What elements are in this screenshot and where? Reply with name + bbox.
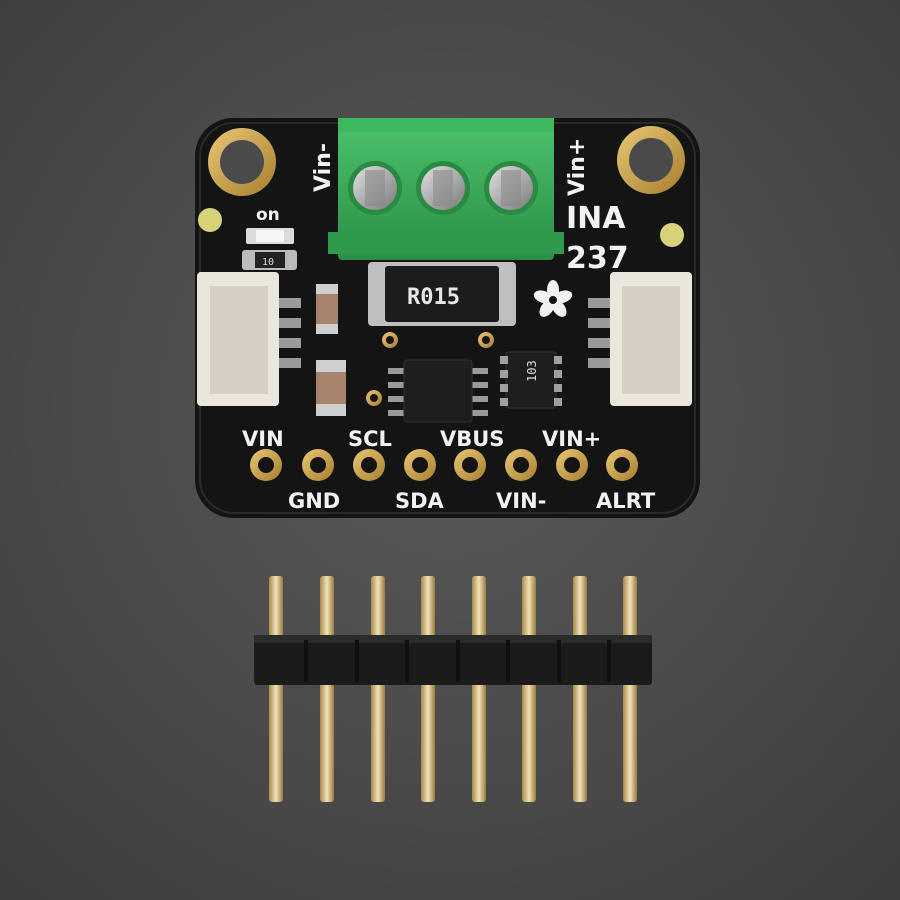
screw-3: [484, 161, 538, 215]
header-pin: [623, 576, 637, 802]
pin-label-gnd: GND: [288, 489, 340, 513]
pin-label-vin-minus: VIN-: [496, 489, 546, 513]
header-pin: [371, 576, 385, 802]
pin-label-vbus: VBUS: [440, 427, 504, 451]
mounting-hole-right: [617, 126, 685, 194]
header-plastic-body: [254, 635, 652, 685]
pin-pad: [404, 449, 436, 481]
pin-label-alrt: ALRT: [596, 489, 656, 513]
capacitor-1: [316, 284, 338, 334]
shunt-marking: R015: [407, 285, 460, 310]
header-pin: [522, 576, 536, 802]
fiducial-left: [198, 208, 222, 232]
chip-name-line1: INA: [566, 201, 626, 236]
mounting-hole-left: [208, 128, 276, 196]
screw-2: [416, 161, 470, 215]
header-pin: [573, 576, 587, 802]
chip-name-line2: 237: [566, 241, 629, 276]
pin-pad: [606, 449, 638, 481]
header-pin: [269, 576, 283, 802]
screw-terminal-block: [328, 118, 564, 260]
led-label: on: [256, 205, 280, 225]
breakout-board: on 10: [195, 118, 700, 518]
pin-pad: [353, 449, 385, 481]
terminal-label-vin-minus: Vin-: [311, 143, 336, 192]
terminal-label-vin-plus: Vin+: [565, 138, 590, 196]
adafruit-flower-logo-icon: [533, 280, 573, 317]
pin-pads: [250, 449, 638, 481]
stemma-connector-right: [588, 272, 692, 406]
screw-1: [348, 161, 402, 215]
header-pin: [472, 576, 486, 802]
small-resistor-marking: 10: [262, 257, 274, 268]
header-pin: [320, 576, 334, 802]
fiducial-right: [660, 223, 684, 247]
capacitor-2: [316, 360, 346, 416]
header-pin: [421, 576, 435, 802]
pin-pad: [250, 449, 282, 481]
resistor-network-marking: 103: [525, 360, 539, 382]
pin-pad: [302, 449, 334, 481]
shunt-resistor: R015: [368, 262, 516, 326]
pin-label-vin: VIN: [242, 427, 284, 451]
ina237-chip: [388, 359, 488, 423]
pin-label-vin-plus: VIN+: [542, 427, 601, 451]
pin-header-strip: [254, 576, 652, 802]
pin-pad: [556, 449, 588, 481]
pin-label-sda: SDA: [395, 489, 445, 513]
pin-pad: [454, 449, 486, 481]
pin-label-scl: SCL: [348, 427, 392, 451]
pin-pad: [505, 449, 537, 481]
resistor-network: 103: [500, 351, 562, 409]
stemma-connector-left: [197, 272, 301, 406]
